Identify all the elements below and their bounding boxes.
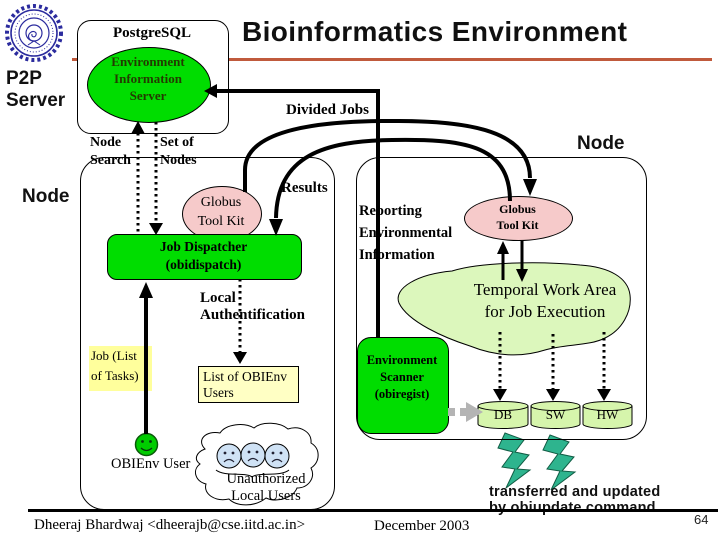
transfer-note: transferred and updated by obiupdate com… [489,484,661,516]
globus-toolkit-ellipse-right [464,196,573,241]
p2p-server-label: P2P Server [6,68,66,112]
job-list-label: Job (List of Tasks) [89,346,152,391]
lightning-icon [542,434,577,491]
page-title: Bioinformatics Environment [242,16,628,47]
lightning-icon [497,432,532,489]
footer-author: Dheeraj Bhardwaj <dheerajb@cse.iitd.ac.i… [34,517,306,533]
temporal-work-area-label: Temporal Work Area for Job Execution [473,280,617,322]
node-search-label: Node Search [90,135,131,168]
local-auth-label: Local Authentification [200,290,305,324]
divided-jobs-label: Divided Jobs [286,102,369,118]
node-label-right: Node [577,133,625,154]
globus-toolkit-label-right: Globus Tool Kit [496,202,539,232]
footer-divider [28,509,718,512]
iit-logo-icon [5,4,63,62]
eis-label: Environment Information Server [111,54,185,103]
node-label-left: Node [22,186,70,207]
environment-scanner-label: Environment Scanner (obiregist) [366,353,438,401]
job-dispatcher-label: Job Dispatcher (obidispatch) [159,239,248,272]
results-label: Results [281,180,328,196]
obienv-user-label: OBIEnv User [111,456,191,472]
set-of-nodes-label: Set of Nodes [160,135,197,168]
title-underline [72,58,712,61]
sw-label: SW [545,407,566,422]
footer-date: December 2003 [374,518,470,534]
unauthorized-users-label: Unauthorized Local Users [226,471,306,505]
obienv-users-list-box: List of OBIEnv Users [198,366,299,403]
db-label: DB [493,407,513,422]
reporting-label: Reporting Environmental Information [359,203,453,263]
postgresql-label: PostgreSQL [112,25,192,41]
hw-label: HW [596,407,619,422]
page-number: 64 [694,512,709,527]
globus-toolkit-label-left: Globus Tool Kit [197,195,245,229]
